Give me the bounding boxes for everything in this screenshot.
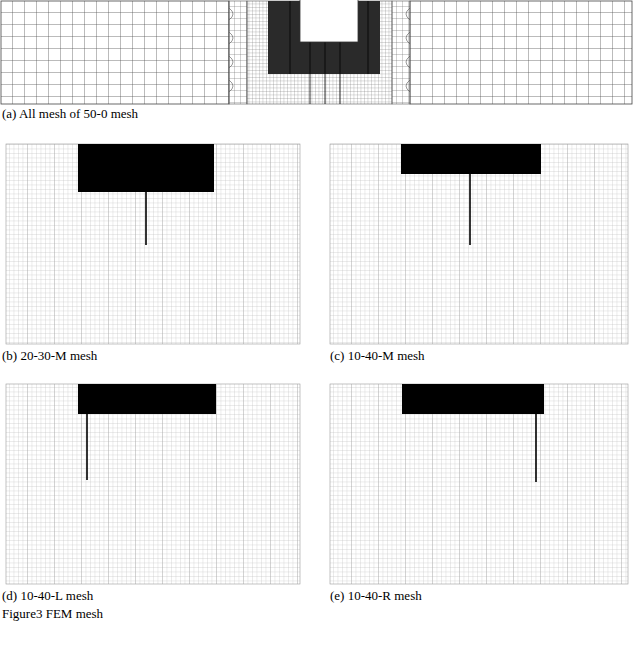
subfigure-label: (d) 10-40-L mesh — [2, 588, 93, 604]
subfigure-label: (e) 10-40-R mesh — [330, 588, 422, 604]
figure-caption: Figure3 FEM mesh — [2, 606, 103, 622]
mesh-panel-b — [6, 144, 300, 344]
subfigure-label: (c) 10-40-M mesh — [330, 348, 425, 364]
mesh-panel-e — [330, 384, 628, 584]
subfigure-label: (b) 20-30-M mesh — [2, 348, 97, 364]
mesh-panel-c — [330, 144, 628, 344]
subfigure-label: (a) All mesh of 50-0 mesh — [2, 106, 138, 122]
full-mesh — [1, 0, 632, 104]
mesh-panel-d — [6, 384, 300, 584]
